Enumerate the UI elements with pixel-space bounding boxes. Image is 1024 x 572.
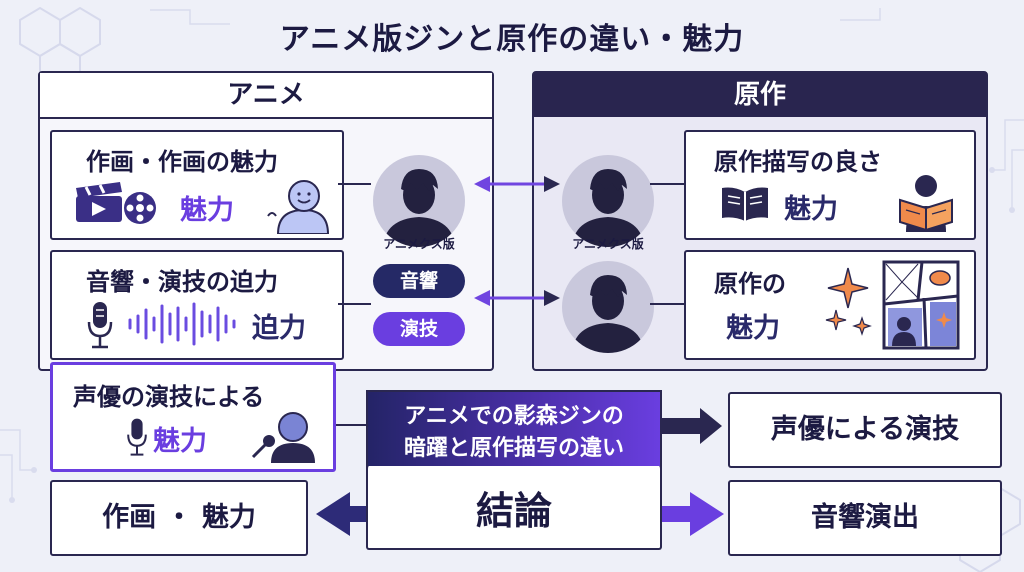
reading-person-icon xyxy=(899,175,953,232)
result-voice-acting: 声優による演技 xyxy=(728,392,1002,468)
result-art-appeal-label: 作画 ・ 魅力 xyxy=(102,502,256,533)
result-sound-direction-label: 音響演出 xyxy=(811,502,919,533)
result-art-appeal: 作画 ・ 魅力 xyxy=(50,480,308,556)
anime-character-avatar xyxy=(373,155,465,247)
gensaku-depiction-accent: 魅力 xyxy=(784,194,838,225)
anime-sound-accent: 迫力 xyxy=(252,313,306,344)
result-sound-direction: 音響演出 xyxy=(728,480,1002,556)
open-book-icon xyxy=(722,187,768,221)
conclusion-label: 結論 xyxy=(475,489,552,533)
gensaku-appeal-line2: 魅力 xyxy=(726,313,780,344)
result-voice-acting-label: 声優による演技 xyxy=(770,414,960,445)
voice-acting-card-title: 声優の演技による xyxy=(73,383,265,411)
anime-sound-card-title: 音響・演技の迫力 xyxy=(86,268,278,296)
gensaku-panel-header: 原作 xyxy=(534,73,986,117)
character-silhouette-icon xyxy=(572,275,644,353)
page-title: アニメ版ジンと原作の違い・魅力 xyxy=(279,22,745,57)
sound-pill: 音響 xyxy=(373,264,465,298)
anime-art-card: 作画・作画の魅力 魅力 xyxy=(50,130,344,240)
voice-acting-card: 声優の演技による 魅力 xyxy=(50,362,336,472)
anime-art-accent: 魅力 xyxy=(180,195,234,226)
character-silhouette-icon xyxy=(572,169,644,247)
gensaku-depiction-card: 原作描写の良さ 魅力 xyxy=(684,130,976,240)
microphone-icon xyxy=(127,418,147,456)
gensaku-character-avatar-bottom xyxy=(562,261,654,353)
gensaku-panel: 原作 アニメクス版 原作描写の良さ 魅力 xyxy=(532,71,988,371)
gensaku-appeal-line1: 原作の xyxy=(714,270,786,298)
clapperboard-film-icon xyxy=(76,182,156,224)
center-topic-line2: 暗躍と原作描写の違い xyxy=(403,436,624,461)
microphone-icon xyxy=(87,302,113,349)
sparkle-icon xyxy=(825,267,872,336)
anime-art-card-title: 作画・作画の魅力 xyxy=(86,148,278,176)
anime-sound-card: 音響・演技の迫力 xyxy=(50,250,344,360)
anime-panel-header: アニメ xyxy=(40,73,492,119)
gensaku-avatar-caption: アニメクス版 xyxy=(572,237,644,251)
center-topic-banner: アニメでの影森ジンの 暗躍と原作描写の違い xyxy=(366,390,662,470)
anime-panel: アニメ 作画・作画の魅力 魅力 音響・演技の迫力 xyxy=(38,71,494,371)
conclusion-box: 結論 xyxy=(366,466,662,550)
smiling-person-icon xyxy=(267,180,330,234)
anime-avatar-caption: アニメクス版 xyxy=(383,237,455,251)
singer-with-microphone-icon xyxy=(251,412,315,463)
sound-waveform-icon xyxy=(128,302,236,346)
gensaku-appeal-card: 原作の 魅力 xyxy=(684,250,976,360)
gensaku-character-avatar-top xyxy=(562,155,654,247)
character-silhouette-icon xyxy=(383,169,455,247)
manga-panel-icon xyxy=(882,260,960,350)
voice-acting-accent: 魅力 xyxy=(153,426,207,457)
center-topic-line1: アニメでの影森ジンの xyxy=(404,404,624,429)
acting-pill: 演技 xyxy=(373,312,465,346)
gensaku-depiction-card-title: 原作描写の良さ xyxy=(714,148,882,176)
